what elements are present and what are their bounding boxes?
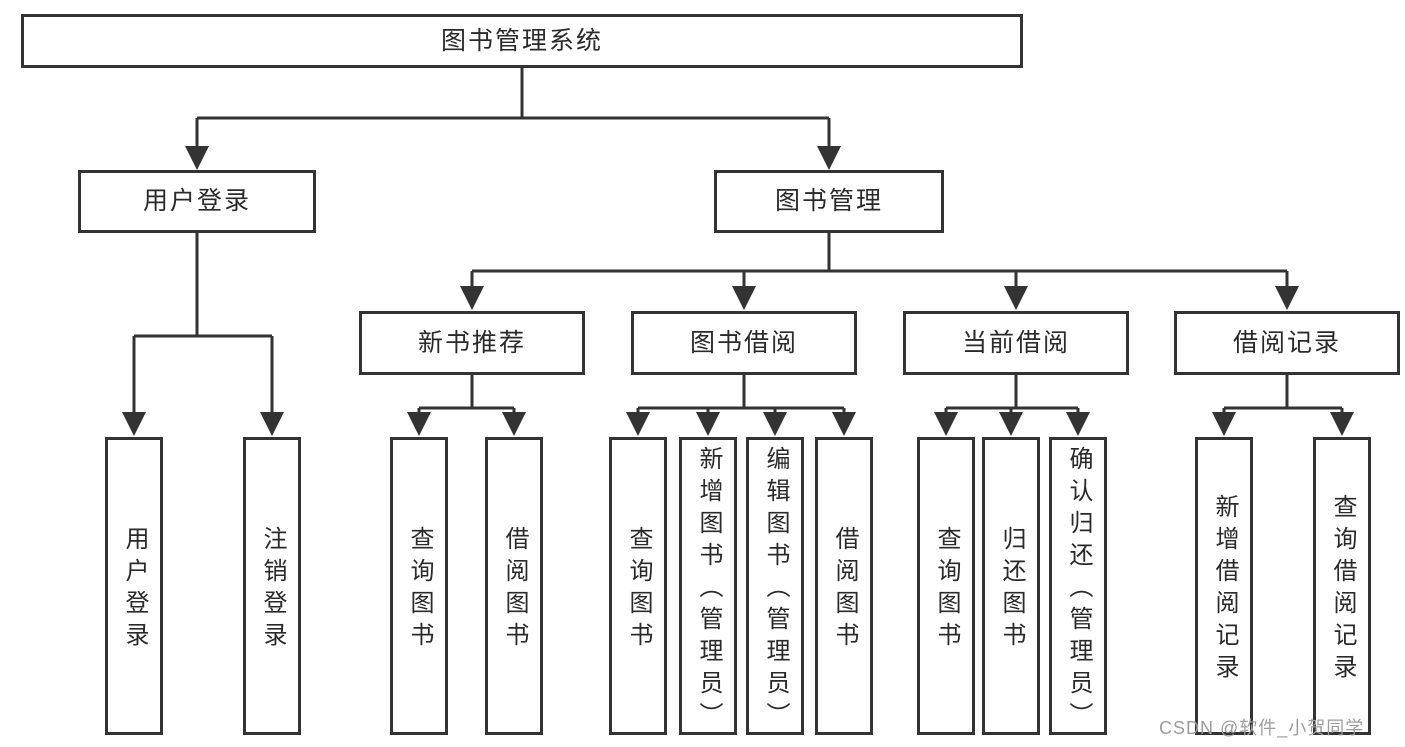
- branch-user-login-label: 用户登录: [142, 187, 251, 215]
- connector-management-to-sections: [470, 233, 1289, 290]
- leaf-user-login: 用户登录: [105, 437, 163, 735]
- leaf-borrow-borrow-books: 借阅图书: [815, 437, 873, 735]
- leaf-recommend-query-books: 查询图书: [390, 437, 448, 735]
- connector-login-to-leaves: [132, 233, 274, 414]
- leaf-label: 借阅图书: [501, 526, 528, 654]
- leaf-borrow-edit-books-admin: 编辑图书（管理员）: [746, 437, 804, 735]
- leaf-label: 查询图书: [625, 526, 652, 654]
- leaf-recommend-borrow-books: 借阅图书: [485, 437, 543, 735]
- leaf-current-confirm-return-admin: 确认归还（管理员）: [1049, 437, 1107, 735]
- section-current-borrow: 当前借阅: [903, 311, 1129, 375]
- leaf-label: 新增借阅记录: [1211, 494, 1238, 686]
- root-node-system: 图书管理系统: [21, 14, 1023, 68]
- section-label: 图书借阅: [689, 328, 798, 357]
- leaf-label: 注销登录: [259, 526, 286, 654]
- leaf-label: 借阅图书: [831, 526, 858, 654]
- section-new-book-recommend: 新书推荐: [359, 311, 585, 375]
- connector-records-to-leaves: [1222, 375, 1344, 414]
- branch-book-management-label: 图书管理: [774, 187, 883, 215]
- leaf-current-query-books: 查询图书: [917, 437, 975, 735]
- leaf-label: 查询借阅记录: [1329, 494, 1356, 686]
- leaf-logout: 注销登录: [243, 437, 301, 735]
- leaf-label: 查询图书: [933, 526, 960, 654]
- section-label: 借阅记录: [1232, 328, 1341, 357]
- leaf-label: 确认归还（管理员）: [1065, 446, 1092, 734]
- section-borrow-records: 借阅记录: [1174, 311, 1400, 375]
- leaf-label: 查询图书: [406, 526, 433, 654]
- section-book-borrow: 图书借阅: [631, 311, 857, 375]
- root-node-label: 图书管理系统: [440, 26, 603, 55]
- leaf-records-add-record: 新增借阅记录: [1195, 437, 1253, 735]
- connector-recommend-to-leaves: [417, 375, 516, 414]
- section-label: 当前借阅: [961, 328, 1070, 357]
- branch-book-management: 图书管理: [714, 170, 944, 233]
- branch-user-login: 用户登录: [78, 170, 316, 233]
- leaf-records-query-record: 查询借阅记录: [1313, 437, 1371, 735]
- leaf-current-return-books: 归还图书: [982, 437, 1040, 735]
- leaf-label: 归还图书: [998, 526, 1025, 654]
- leaf-label: 新增图书（管理员）: [695, 446, 722, 734]
- connector-current-to-leaves: [944, 375, 1080, 414]
- section-label: 新书推荐: [417, 328, 526, 357]
- csdn-watermark: CSDN @软件_小贺同学: [1159, 718, 1365, 738]
- leaf-label: 用户登录: [121, 526, 148, 654]
- arrowheads: [122, 146, 1354, 436]
- connector-root-to-level2: [195, 68, 831, 150]
- leaf-borrow-query-books: 查询图书: [609, 437, 667, 735]
- leaf-label: 编辑图书（管理员）: [762, 446, 789, 734]
- connector-borrow-to-leaves: [636, 375, 846, 414]
- leaf-borrow-add-books-admin: 新增图书（管理员）: [679, 437, 737, 735]
